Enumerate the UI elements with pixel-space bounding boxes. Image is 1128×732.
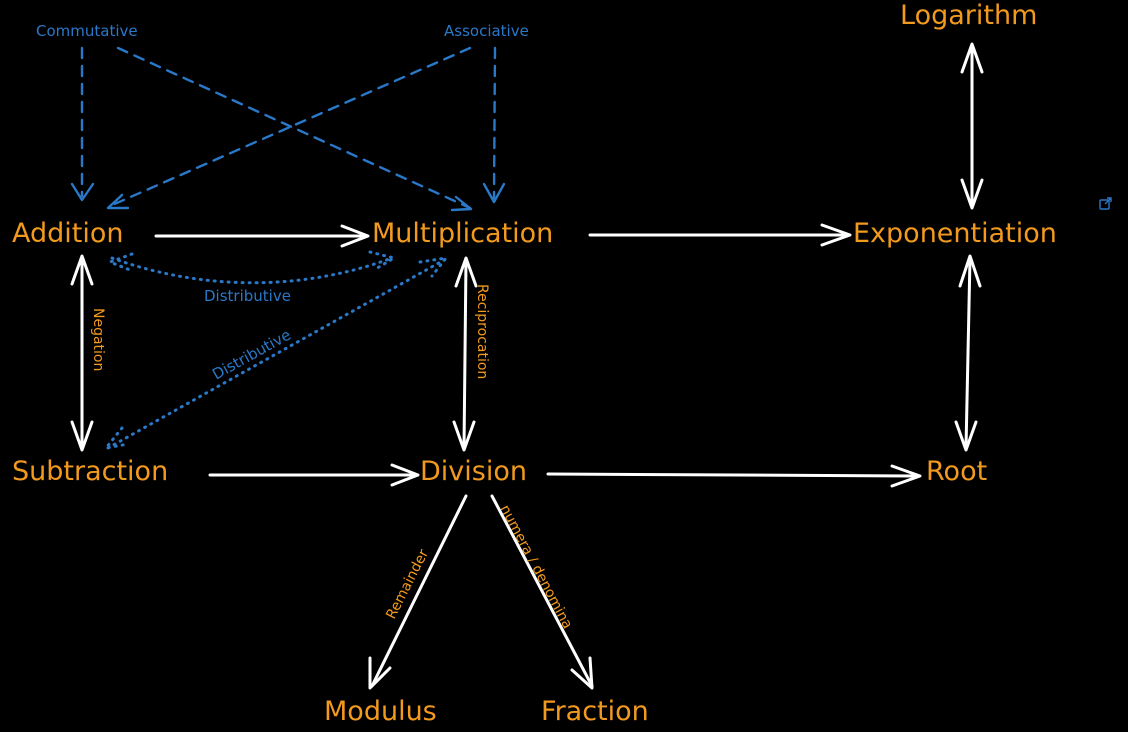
division-arrowhead-top [452, 420, 476, 452]
exponentiation-root-edge [964, 256, 972, 450]
associative-to-addition-edge [108, 46, 472, 208]
multiplication-division-edge [462, 258, 468, 450]
division-to-modulus-edge [370, 494, 468, 688]
negation-label: Negation [90, 308, 106, 371]
division-to-modulus-arrowhead [368, 656, 392, 690]
distributive-arrows [104, 250, 448, 450]
node-addition: Addition [12, 218, 124, 249]
associative-to-multiplication-arrowhead [482, 182, 506, 204]
exponentiation-arrowhead-top [960, 178, 984, 210]
node-logarithm: Logarithm [900, 0, 1037, 31]
root-arrowhead-top [954, 420, 978, 452]
distributive-arrowhead-right [368, 250, 396, 272]
subtraction-to-division-arrowhead [390, 463, 420, 487]
distributive-arrowhead-upper [418, 256, 448, 278]
subtraction-arrowhead-top [70, 420, 94, 452]
node-subtraction: Subtraction [12, 456, 168, 487]
property-associative: Associative [444, 22, 529, 40]
operation-arrows [70, 42, 984, 690]
node-root: Root [926, 456, 987, 487]
addition-to-multiplication-arrowhead [340, 224, 370, 248]
commutative-to-addition-arrowhead [70, 182, 95, 202]
associative-to-addition-arrowhead [106, 193, 130, 210]
distributive-addition-multiplication-edge [110, 256, 394, 285]
property-arrows [70, 46, 506, 212]
division-to-fraction-edge [490, 494, 594, 688]
associative-to-multiplication-edge [492, 46, 497, 200]
distributive-subtraction-multiplication-edge [106, 258, 446, 450]
multiplication-arrowhead-bottom [454, 256, 478, 288]
distributive-arrowhead-left [108, 252, 134, 272]
node-division: Division [420, 456, 527, 487]
distributive-arrowhead-lower [104, 426, 130, 450]
external-link-icon[interactable] [1099, 197, 1112, 210]
exponentiation-arrowhead-bottom [958, 254, 982, 288]
node-multiplication: Multiplication [372, 218, 553, 249]
node-fraction: Fraction [541, 696, 649, 727]
addition-arrowhead-bottom [70, 254, 94, 286]
multiplication-to-exponentiation-arrowhead [820, 223, 852, 247]
distributive-label-horizontal: Distributive [204, 287, 291, 305]
division-to-root-edge [546, 472, 920, 478]
commutative-to-multiplication-arrowhead [450, 195, 473, 212]
property-commutative: Commutative [36, 22, 138, 40]
division-to-root-arrowhead [890, 464, 922, 488]
division-to-fraction-arrowhead [570, 656, 594, 690]
commutative-to-multiplication-edge [116, 46, 472, 210]
reciprocation-label: Reciprocation [474, 284, 490, 379]
node-exponentiation: Exponentiation [853, 218, 1057, 249]
node-modulus: Modulus [324, 696, 437, 727]
logarithm-arrowhead [960, 42, 984, 74]
